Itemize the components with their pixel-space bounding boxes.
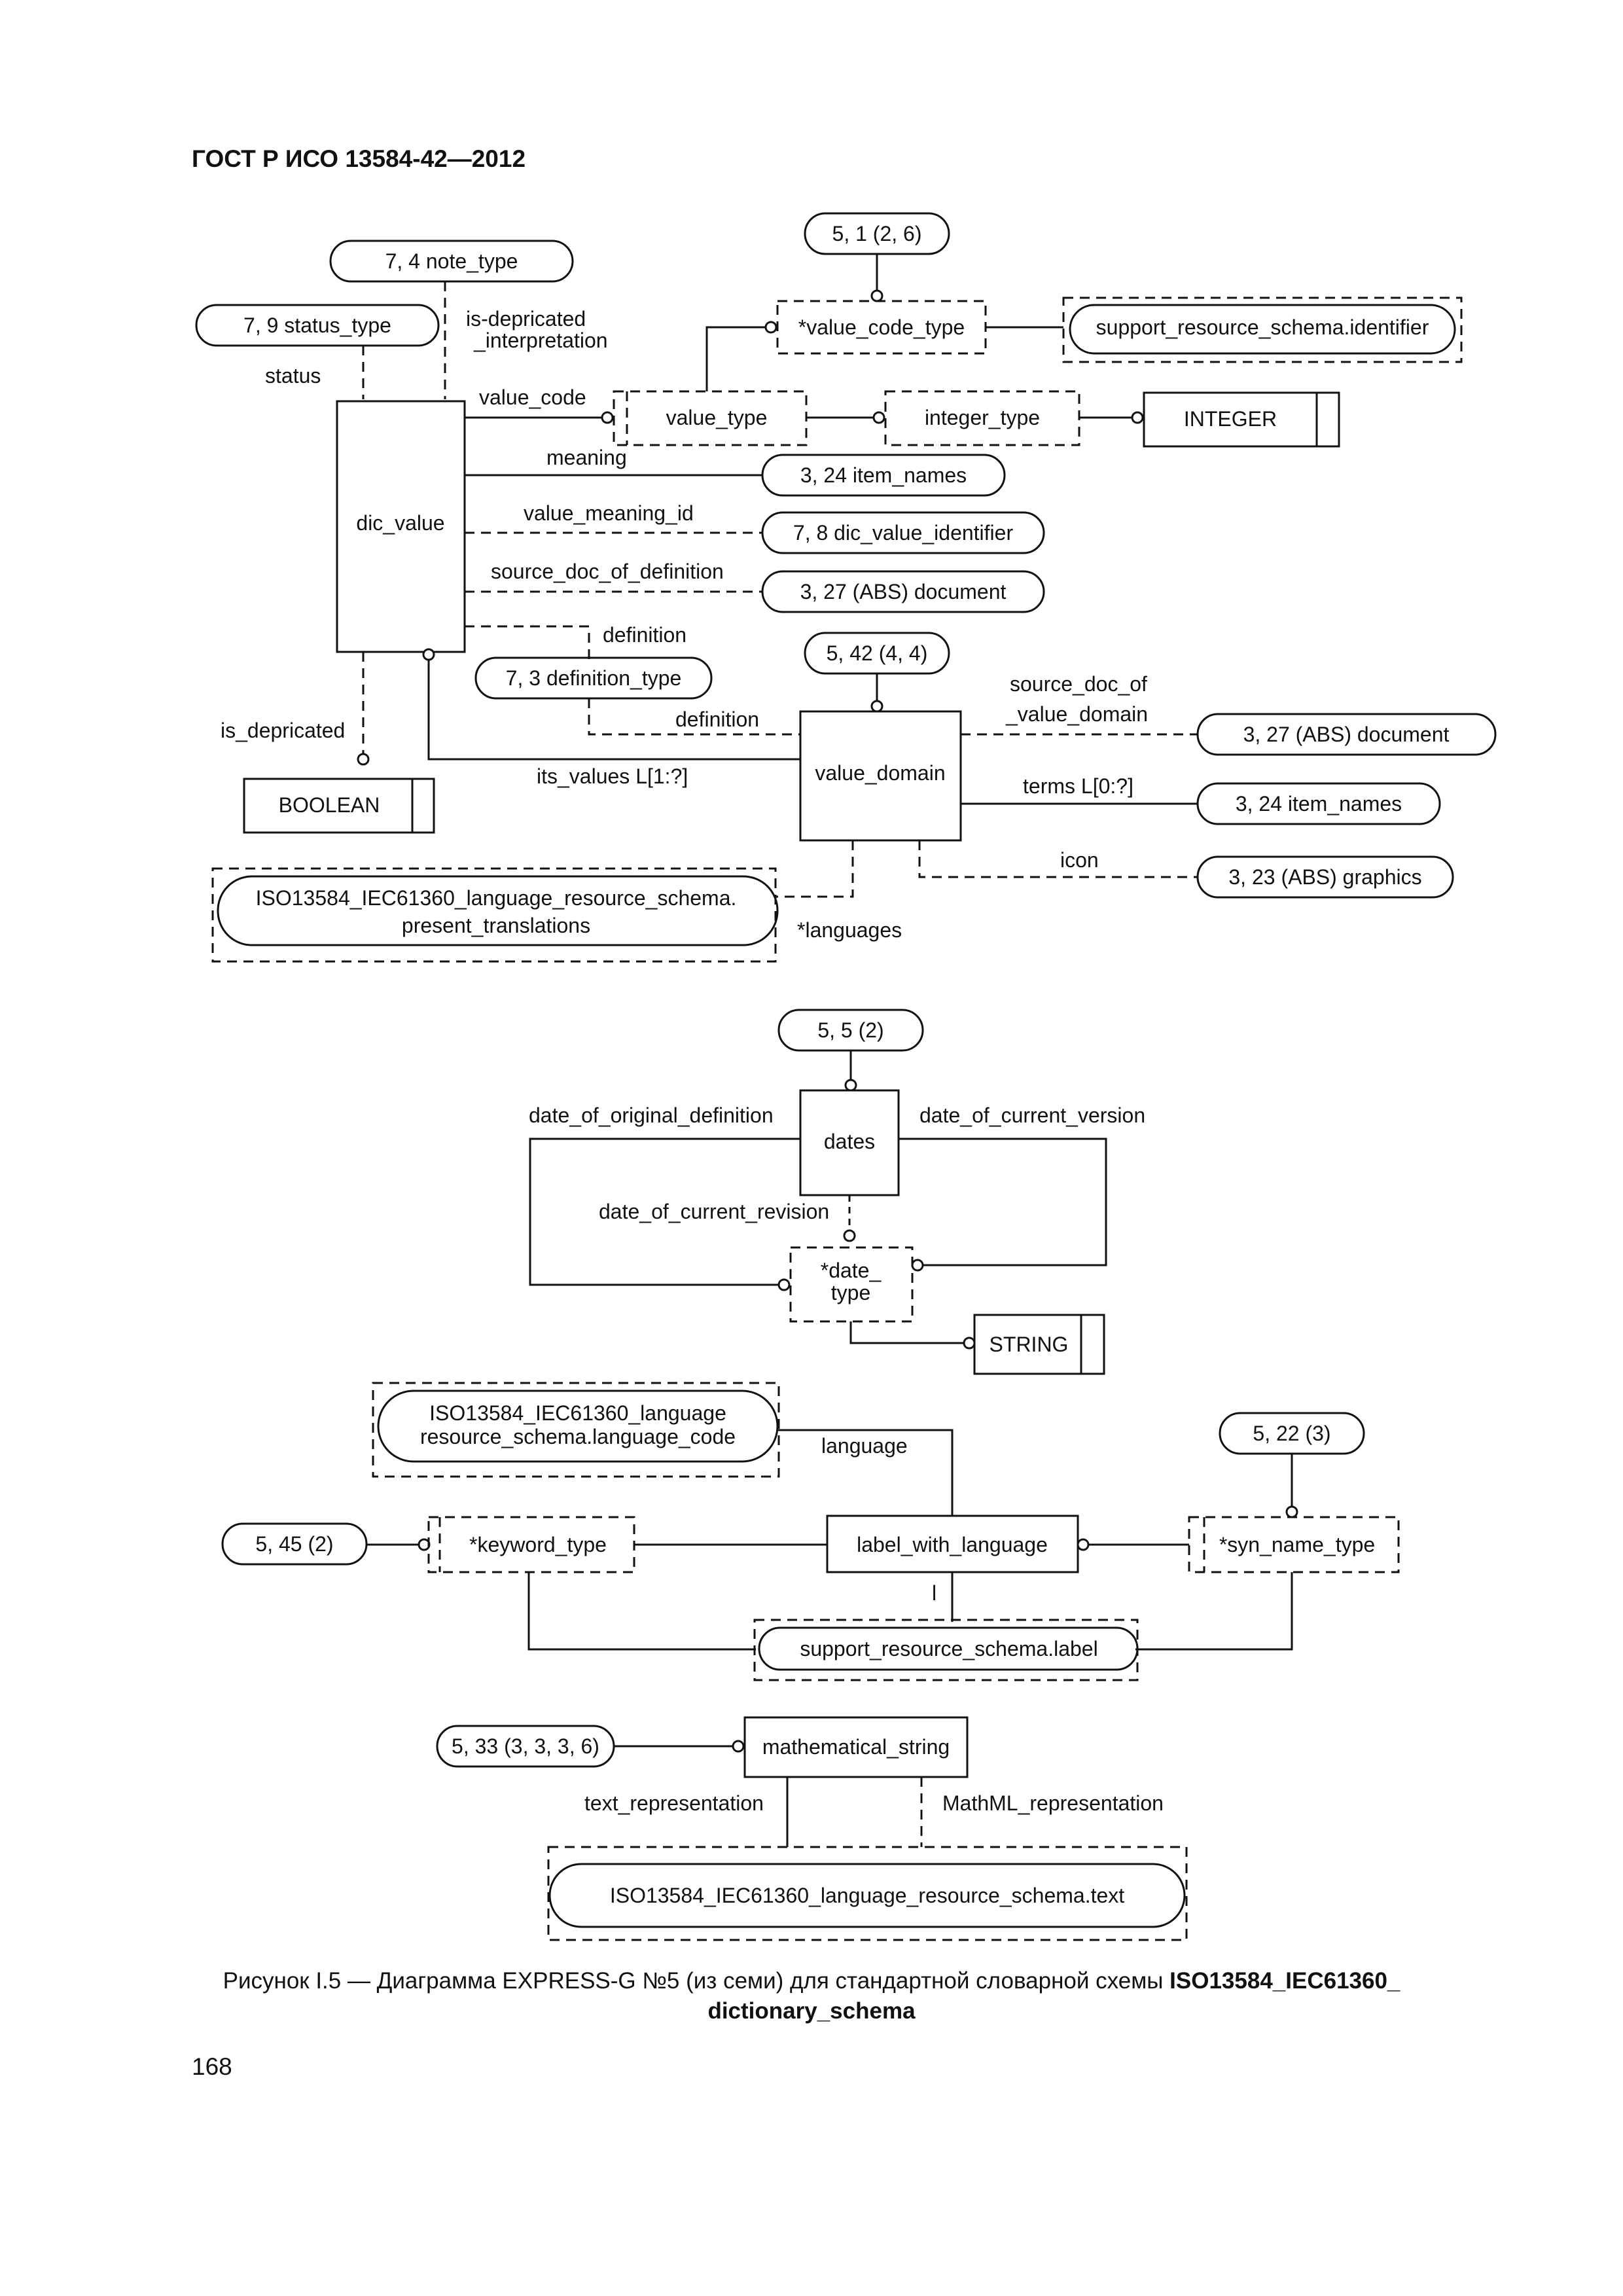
type-keyword-type-label: *keyword_type [469,1533,607,1556]
ref-abs-document-2 [1196,713,1497,756]
simple-type-integer-label: INTEGER [1184,407,1277,431]
schema-present-translations [217,875,779,946]
simple-type-integer [1143,391,1340,448]
schema-support-label-label: support_resource_schema.label [800,1637,1097,1660]
entity-value-domain-label: value_domain [815,761,945,785]
ref-item-names-1 [761,454,1006,497]
rel-meaning: meaning [546,446,627,469]
schema-support-identifier [1069,304,1456,355]
rel-source-doc-of-definition: source_doc_of_definition [491,560,724,583]
document-header: ГОСТ Р ИСО 13584-42—2012 [192,145,526,172]
rel-its-values: its_values L[1:?] [537,764,688,788]
ref-abs-document-1 [761,570,1045,613]
entity-dic-value-label: dic_value [356,511,444,535]
rel-languages: *languages [797,918,902,942]
schema-support-identifier-label: support_resource_schema.identifier [1096,315,1429,339]
schema-present-translations-label-2: present_translations [402,914,590,937]
type-integer-type-label: integer_type [925,406,1040,429]
caption-bold-2: dictionary_schema [707,1998,916,2024]
ref-note-type-label: 7, 4 note_type [385,249,518,273]
rel-date-of-original-definition: date_of_original_definition [529,1103,774,1127]
rel-date-of-current-version: date_of_current_version [919,1103,1145,1127]
ref-abs-graphics-label: 3, 23 (ABS) graphics [1228,865,1421,889]
type-syn-name-type [1188,1516,1400,1573]
rel-mathml-representation: MathML_representation [942,1791,1164,1815]
schema-language-code [377,1390,779,1463]
rel-source-doc-of-value-domain-2: _value_domain [1005,702,1148,726]
rel-date-of-current-revision: date_of_current_revision [599,1200,829,1223]
ref-5-5-2-label: 5, 5 (2) [817,1018,883,1042]
ref-dic-value-identifier [761,511,1045,554]
rel-icon: icon [1060,848,1099,872]
type-syn-name-type-label: *syn_name_type [1219,1533,1375,1556]
ref-5-45-2-label: 5, 45 (2) [255,1532,333,1556]
entity-mathematical-string [743,1716,969,1778]
rel-definition-1: definition [603,623,687,647]
type-date-type-label-2: type [831,1281,870,1304]
rel-source-doc-of-value-domain-1: source_doc_of [1010,672,1147,696]
ref-5-42-4-4-label: 5, 42 (4, 4) [827,641,928,665]
ref-5-33-label: 5, 33 (3, 3, 3, 6) [452,1734,599,1758]
entity-value-domain [799,710,962,842]
schema-language-code-label-1: ISO13584_IEC61360_language [429,1401,726,1425]
rel-is-depricated-interpretation-2: _interpretation [473,329,608,352]
ref-abs-document-2-label: 3, 27 (ABS) document [1243,723,1450,746]
rel-text-representation: text_representation [584,1791,764,1815]
ref-definition-type-label: 7, 3 definition_type [506,666,682,690]
ref-item-names-2-label: 3, 24 item_names [1236,792,1402,816]
schema-text [548,1863,1186,1928]
ref-item-names-1-label: 3, 24 item_names [800,463,967,487]
schema-text-label: ISO13584_IEC61360_language_resource_sche… [610,1884,1124,1907]
rel-is-depricated: is_depricated [221,719,345,742]
ref-status-type [195,304,440,347]
page-number: 168 [192,2053,232,2080]
entity-mathematical-string-label: mathematical_string [762,1735,950,1759]
type-value-code-type-label: *value_code_type [798,315,965,339]
ref-definition-type [474,656,713,700]
simple-type-boolean [243,778,435,834]
entity-dic-value [336,400,466,653]
rel-is-depricated-interpretation-1: is-depricated [466,307,586,331]
ref-5-22-3-label: 5, 22 (3) [1253,1422,1330,1445]
rel-definition-2: definition [675,708,759,731]
simple-type-boolean-label: BOOLEAN [279,793,380,817]
figure-caption: Рисунок I.5 — Диаграмма EXPRESS-G №5 (из… [157,1966,1466,2026]
rel-language: language [821,1434,908,1458]
ref-item-names-2 [1196,782,1441,825]
ref-abs-document-1-label: 3, 27 (ABS) document [800,580,1007,603]
ref-status-type-label: 7, 9 status_type [243,314,391,337]
schema-language-code-frame [372,1382,780,1478]
caption-bold-1: ISO13584_IEC61360_ [1169,1968,1400,1994]
schema-text-frame [547,1846,1188,1941]
schema-support-label [758,1626,1139,1671]
schema-language-code-label-2: resource_schema.language_code [420,1425,736,1448]
type-date-type-label-1: *date_ [821,1259,882,1282]
rel-status: status [265,364,321,387]
schema-support-identifier-frame [1062,296,1463,363]
simple-type-string-label: STRING [990,1333,1069,1356]
rel-l: l [932,1581,936,1605]
rel-terms: terms L[0:?] [1023,774,1133,798]
rel-value-code: value_code [479,386,586,409]
ref-dic-value-identifier-label: 7, 8 dic_value_identifier [793,521,1014,545]
ref-abs-graphics [1196,855,1454,899]
type-value-type-label: value_type [666,406,768,429]
caption-text: Рисунок I.5 — Диаграмма EXPRESS-G №5 (из… [223,1968,1170,1994]
entity-label-with-language-label: label_with_language [857,1533,1048,1556]
entity-dates-label: dates [824,1130,875,1153]
simple-type-string [973,1314,1105,1375]
schema-present-translations-label-1: ISO13584_IEC61360_language_resource_sche… [256,886,737,910]
ref-note-type [329,240,574,283]
schema-present-translations-frame [211,867,777,963]
rel-value-meaning-id: value_meaning_id [524,501,694,525]
ref-5-1-2-6-label: 5, 1 (2, 6) [832,222,922,245]
